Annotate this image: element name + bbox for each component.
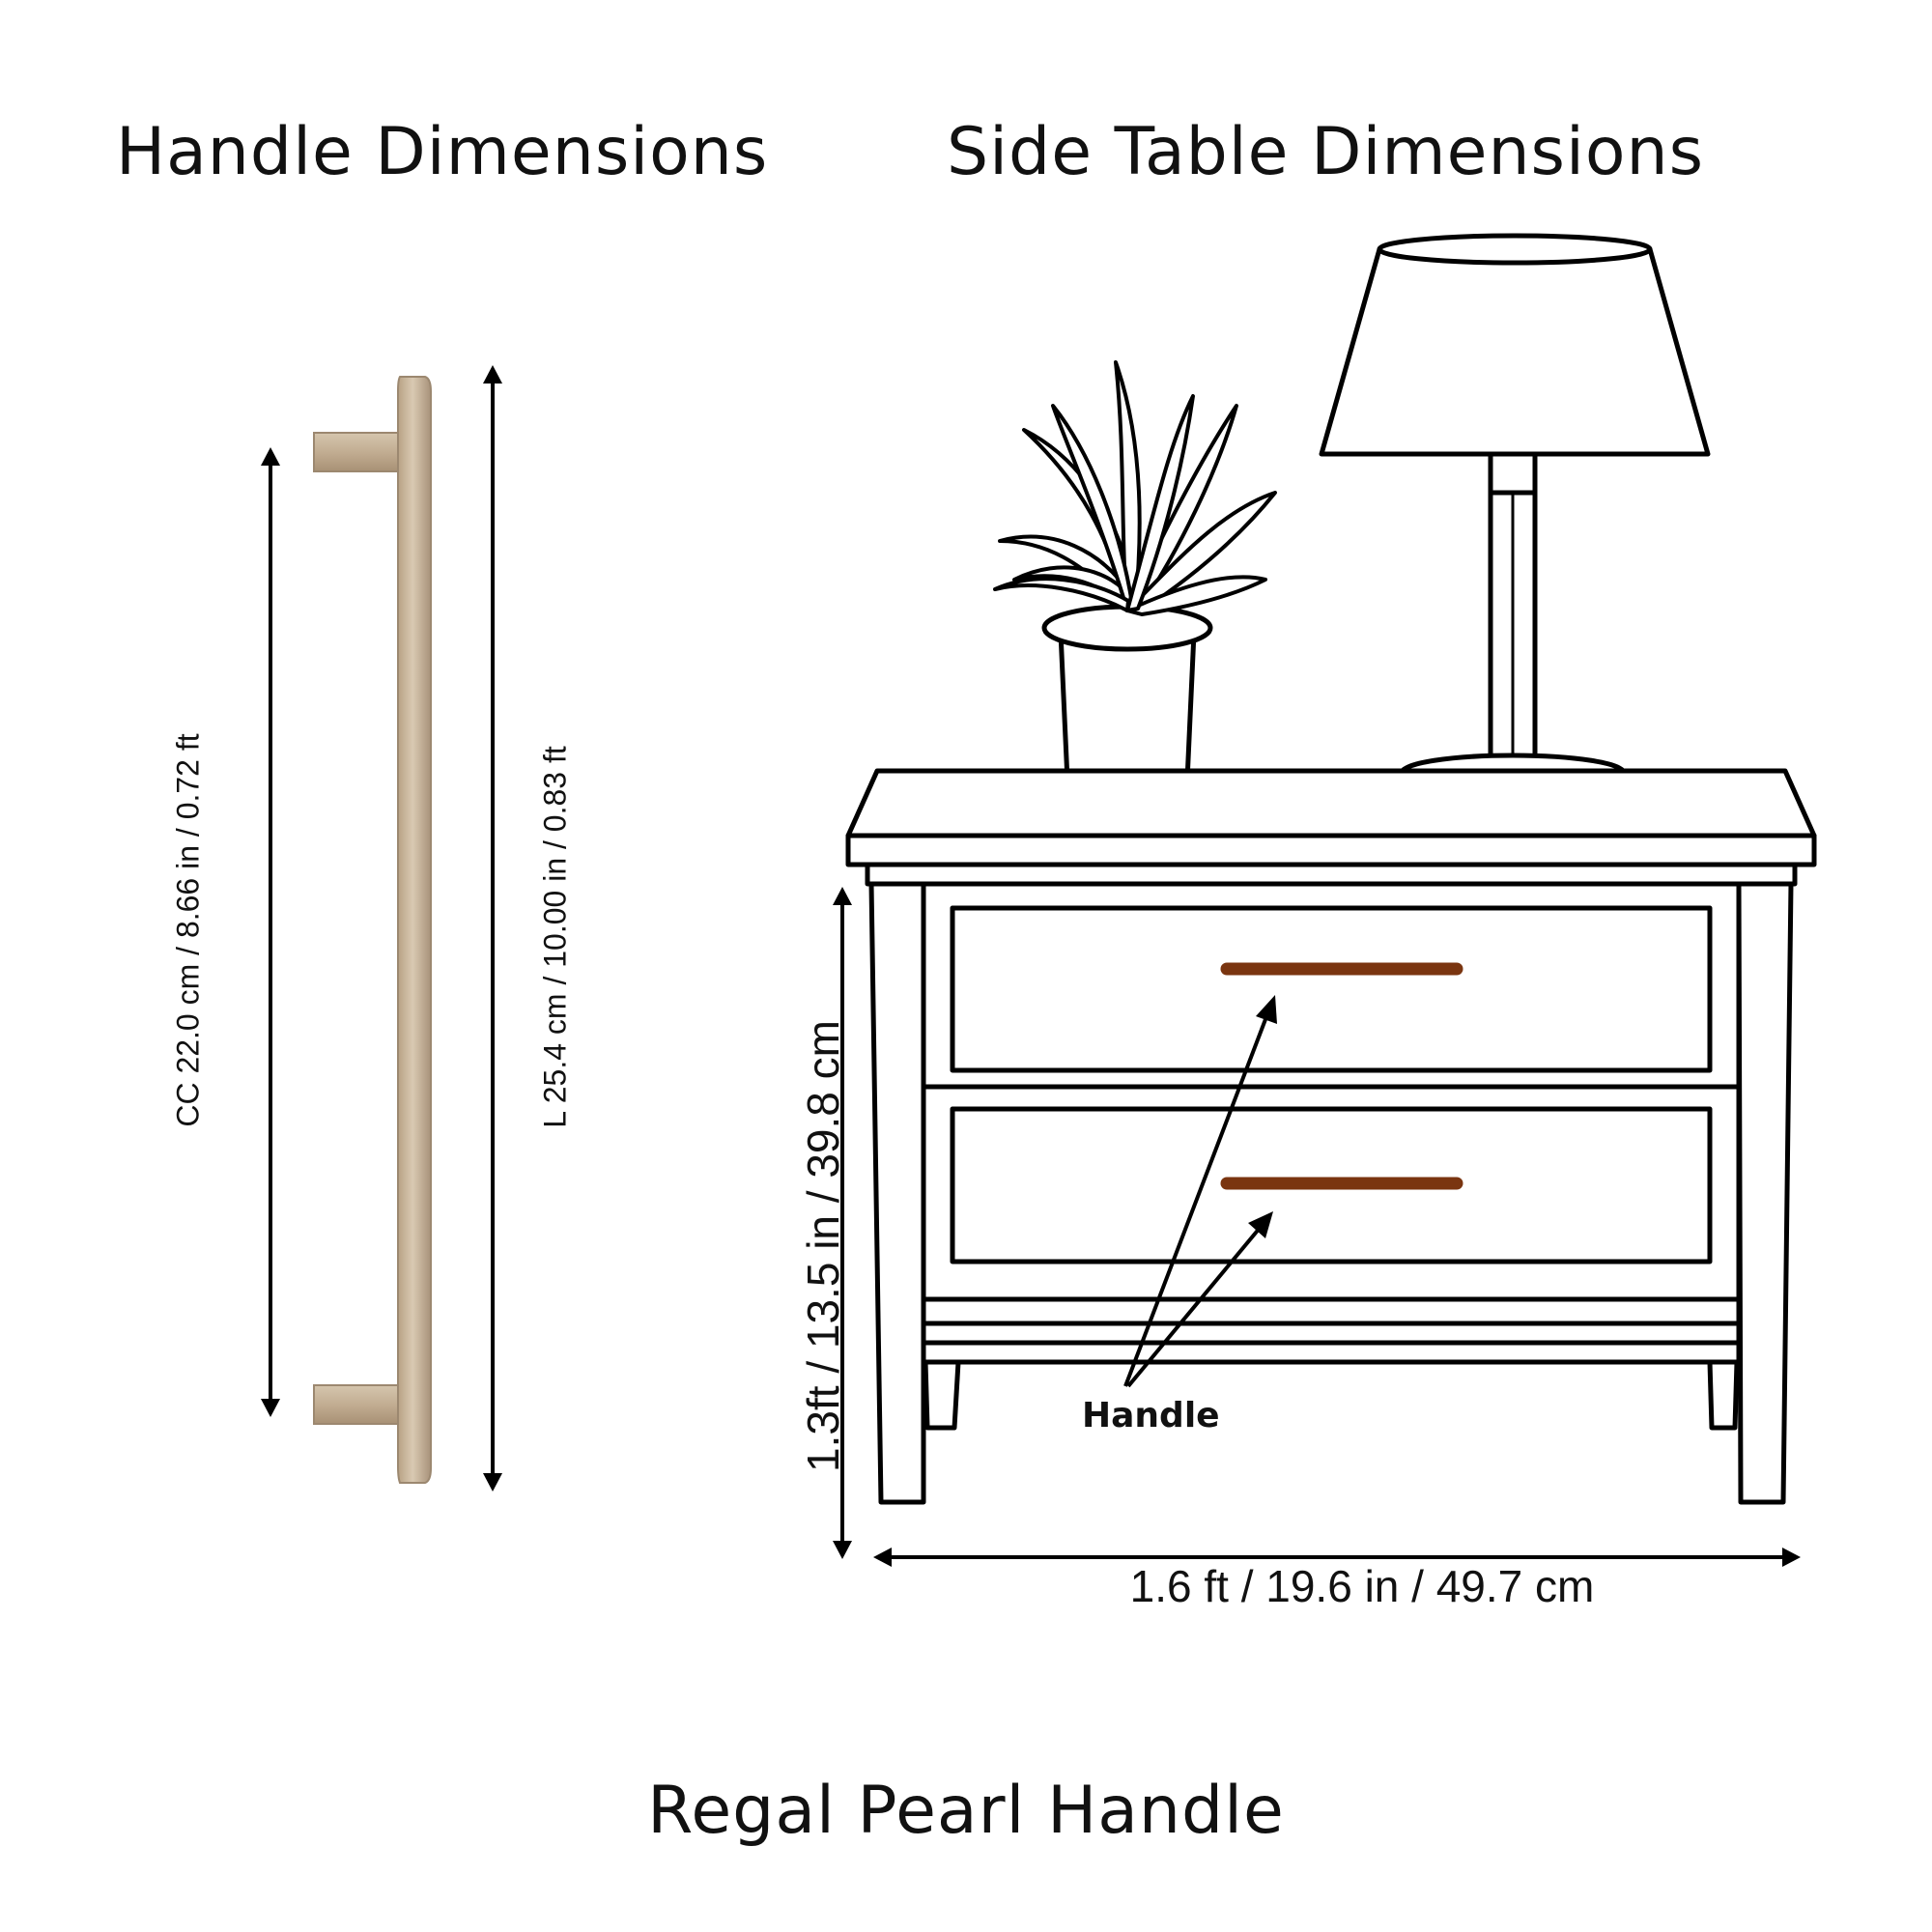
table-leg-right xyxy=(1736,881,1794,1505)
handle-bar xyxy=(397,376,432,1484)
handle-illustration xyxy=(313,376,432,1484)
table-width-arrow xyxy=(873,1548,1801,1567)
plant-leaves xyxy=(993,360,1277,616)
product-name: Regal Pearl Handle xyxy=(647,1773,1285,1849)
length-dimension-label: L 25.4 cm / 10.00 in / 0.83 ft xyxy=(537,746,573,1128)
lamp-shade xyxy=(1319,246,1711,457)
side-table-dimensions-title: Side Table Dimensions xyxy=(947,114,1705,190)
table-height-arrow xyxy=(833,887,852,1559)
table-leg-left xyxy=(868,881,926,1505)
table-height-label: 1.3ft / 13.5 in / 39.8 cm xyxy=(798,1020,848,1472)
drawer-handles xyxy=(1220,962,1463,1190)
handle-callout-label: Handle xyxy=(1082,1396,1220,1435)
table-top-edge xyxy=(845,833,1817,867)
table-apron xyxy=(865,862,1798,887)
handle-dimensions-title: Handle Dimensions xyxy=(116,114,769,190)
handle-post-top xyxy=(313,432,407,472)
inner-foot-right xyxy=(1707,1359,1740,1431)
length-dimension-arrow xyxy=(483,365,502,1492)
cc-dimension-label: CC 22.0 cm / 8.66 in / 0.72 ft xyxy=(170,733,206,1127)
cc-dimension-arrow xyxy=(261,447,280,1417)
table-top xyxy=(845,768,1817,838)
inner-foot-left xyxy=(923,1359,961,1431)
side-table-illustration xyxy=(845,233,1817,1505)
table-width-label: 1.6 ft / 19.6 in / 49.7 cm xyxy=(1129,1561,1595,1611)
plant-pot-rim xyxy=(1041,604,1213,652)
handle-post-bottom xyxy=(313,1384,407,1425)
handle-callout-arrows xyxy=(1123,995,1277,1388)
drawer-top xyxy=(950,905,1713,1073)
lamp-shade-rim xyxy=(1377,233,1653,266)
